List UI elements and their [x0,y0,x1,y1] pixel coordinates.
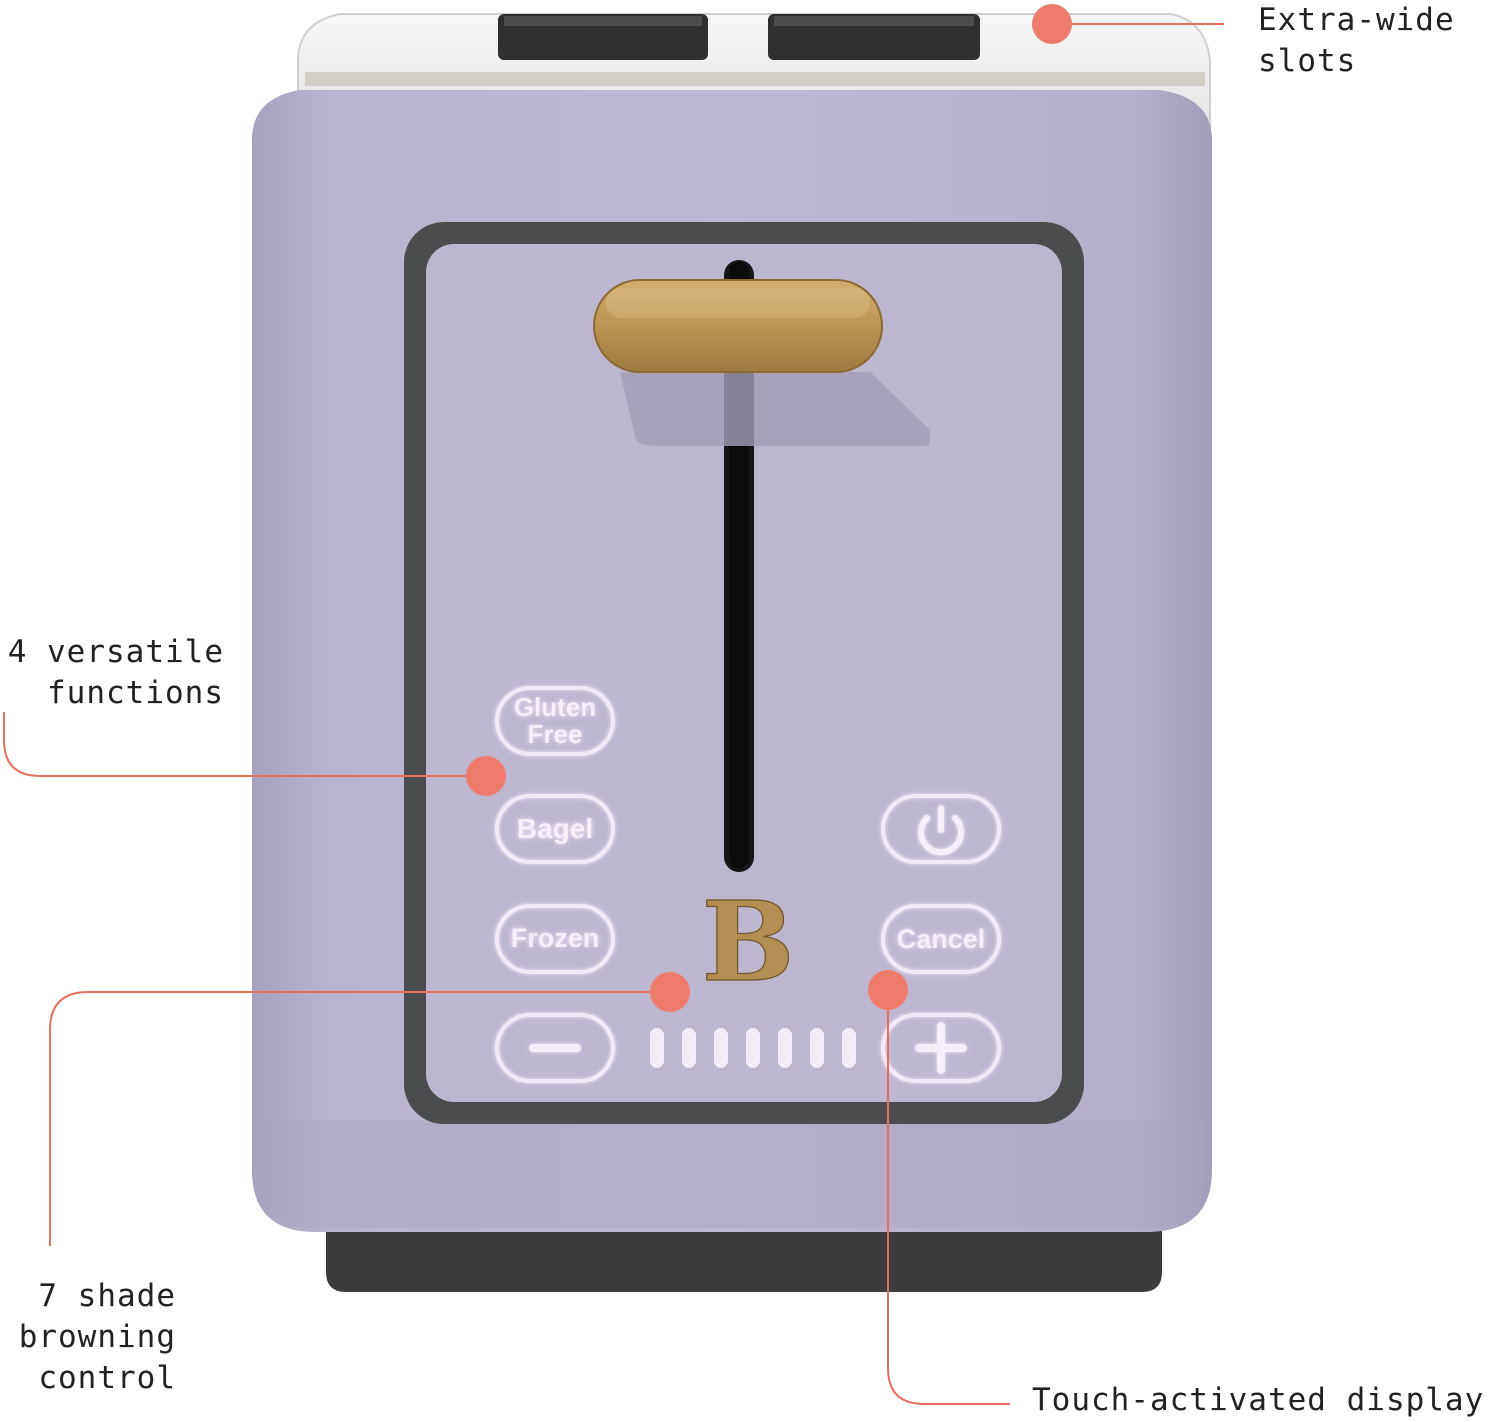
power-icon [918,815,964,856]
power-button-outline [881,794,1001,864]
browning-level-bar [650,1028,664,1068]
brand-b-logo: B [701,876,795,1006]
toaster-base [326,1220,1162,1292]
callout-extra-wide-slots: Extra-wide slots [1258,2,1455,79]
browning-level-bar [714,1028,728,1068]
callout-versatile-functions: 4 versatile functions [7,634,224,711]
frozen-button-outline [495,904,615,974]
gluten-free-button-outline [495,686,615,756]
callout-touch-display: Touch-activated display [1032,1382,1485,1418]
minus-button-outline [495,1013,615,1083]
browning-level-bar [810,1028,824,1068]
bagel-button-outline [495,794,615,864]
callout-line-functions [3,712,486,777]
callout-browning-control: 7 shade browning control [18,1278,176,1396]
cancel-button-outline [881,904,1001,974]
bread-slots [498,14,980,60]
plus-button-outline [881,1013,1001,1083]
browning-level-bar [682,1028,696,1068]
browning-level-indicator [650,1028,856,1068]
lever-handle [593,279,883,373]
gluten-free-button[interactable]: Gluten Free [513,692,597,749]
callout-line-display [887,992,1010,1405]
browning-level-bar [746,1028,760,1068]
callout-dot-display [868,970,908,1010]
cancel-button[interactable]: Cancel [896,924,986,954]
callout-line-browning [49,991,670,1246]
callout-dot-functions [466,756,506,796]
svg-text:B: B [702,877,795,1006]
browning-level-bar [842,1028,856,1068]
bagel-button[interactable]: Bagel [516,813,594,844]
frozen-button[interactable]: Frozen [510,923,600,953]
callout-dot-browning [650,972,690,1012]
browning-level-bar [778,1028,792,1068]
callout-dot-slots [1032,4,1072,44]
top-cap-rim [305,72,1205,86]
